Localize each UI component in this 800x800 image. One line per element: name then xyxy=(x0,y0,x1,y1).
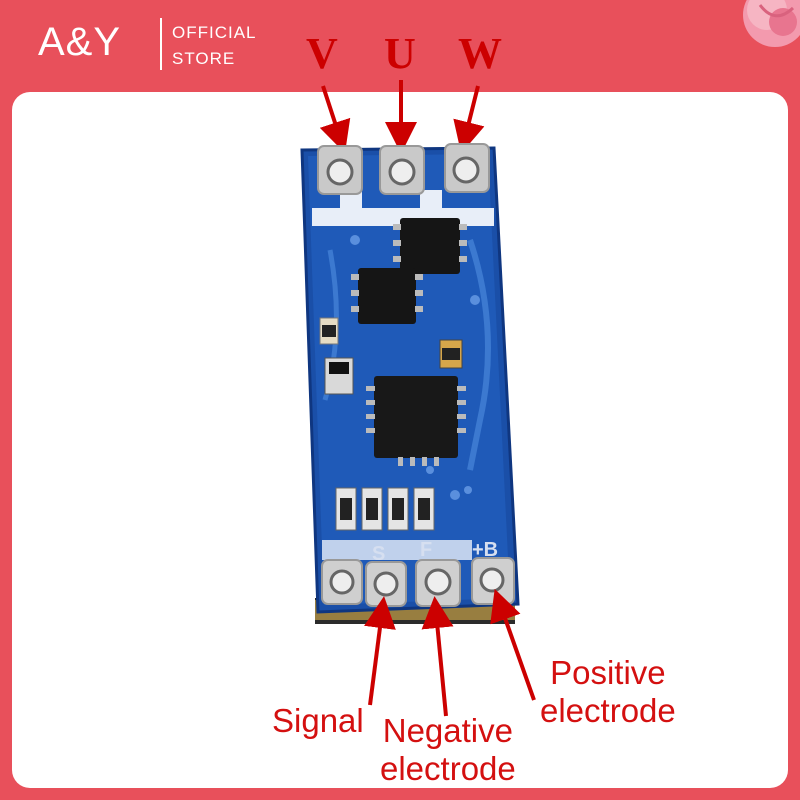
negative-label-line2: electrode xyxy=(380,750,516,787)
arrow-positive xyxy=(490,588,536,701)
phase-v-label: V xyxy=(306,29,338,78)
brand-logo: A&Y xyxy=(38,20,122,64)
rose-decoration-icon xyxy=(743,0,800,47)
signal-label: Signal xyxy=(272,702,364,739)
brand-divider xyxy=(160,18,162,70)
controller-chip xyxy=(366,376,466,466)
brand-subtitle: OFFICIAL STORE xyxy=(172,20,257,72)
top-pads xyxy=(317,143,490,195)
phase-w-label: W xyxy=(458,29,502,78)
silkscreen-labels: S F +B xyxy=(322,539,498,565)
negative-label-line1: Negative xyxy=(382,712,513,749)
arrow-w xyxy=(453,85,485,154)
arrow-signal xyxy=(364,596,396,706)
silk-s: S xyxy=(372,543,385,565)
bottom-pads xyxy=(321,557,515,607)
mosfet-chip-2 xyxy=(351,268,423,324)
silk-b: +B xyxy=(472,539,498,561)
phase-u-label: U xyxy=(384,29,416,78)
positive-label-line2: electrode xyxy=(540,692,676,729)
small-components xyxy=(319,317,463,531)
brand-subtitle-line2: STORE xyxy=(172,49,236,68)
mosfet-chip-1 xyxy=(393,218,467,274)
positive-label-line1: Positive xyxy=(550,654,666,691)
positive-electrode-label: Positive electrode xyxy=(540,654,676,730)
brand-subtitle-line1: OFFICIAL xyxy=(172,23,257,42)
silk-f: F xyxy=(420,539,432,561)
negative-electrode-label: Negative electrode xyxy=(380,712,516,788)
arrow-v xyxy=(319,85,351,154)
arrow-negative xyxy=(421,596,454,717)
